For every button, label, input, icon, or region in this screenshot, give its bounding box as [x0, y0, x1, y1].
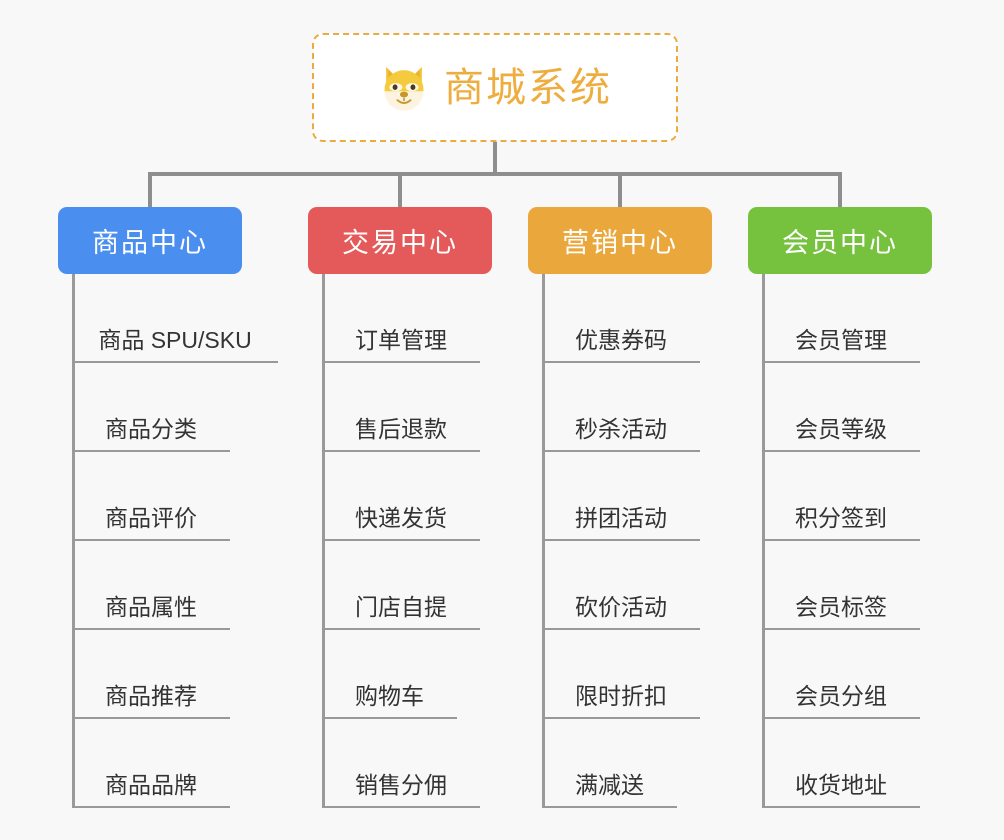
- connector-root-stem: [493, 142, 497, 176]
- leaf-item[interactable]: 购物车: [322, 630, 457, 719]
- leaf-item-label: 积分签到: [795, 505, 887, 531]
- leaf-item-label: 门店自提: [355, 594, 447, 620]
- leaf-trunk-line: [72, 274, 75, 808]
- leaf-item[interactable]: 会员标签: [762, 541, 920, 630]
- leaf-item[interactable]: 售后退款: [322, 363, 480, 452]
- leaf-item[interactable]: 拼团活动: [542, 452, 700, 541]
- category-box-1[interactable]: 商品中心: [58, 207, 242, 274]
- category-label-3: 营销中心: [562, 228, 678, 258]
- leaf-item[interactable]: 门店自提: [322, 541, 480, 630]
- leaf-item[interactable]: 会员管理: [762, 274, 920, 363]
- leaf-item-label: 会员等级: [795, 416, 887, 442]
- category-box-4[interactable]: 会员中心: [748, 207, 932, 274]
- leaf-item-label: 收货地址: [795, 772, 887, 798]
- leaf-item-label: 砍价活动: [575, 594, 667, 620]
- leaf-item[interactable]: 订单管理: [322, 274, 480, 363]
- leaf-item-label: 满减送: [575, 772, 644, 798]
- dog-face-icon: [384, 66, 424, 111]
- leaf-item-label: 商品分类: [105, 416, 197, 442]
- leaf-item-label: 拼团活动: [575, 505, 667, 531]
- leaf-item[interactable]: 商品推荐: [72, 630, 230, 719]
- connector-drop-1: [148, 172, 152, 210]
- root-node[interactable]: 商城系统: [312, 33, 678, 142]
- leaf-item[interactable]: 商品属性: [72, 541, 230, 630]
- leaf-trunk-line: [322, 274, 325, 808]
- leaf-item-label: 销售分佣: [355, 772, 447, 798]
- leaf-item-label: 订单管理: [355, 327, 447, 353]
- category-box-3[interactable]: 营销中心: [528, 207, 712, 274]
- leaf-item[interactable]: 会员等级: [762, 363, 920, 452]
- leaf-item[interactable]: 快递发货: [322, 452, 480, 541]
- category-label-1: 商品中心: [92, 228, 208, 258]
- leaf-item-label: 秒杀活动: [575, 416, 667, 442]
- leaf-item[interactable]: 积分签到: [762, 452, 920, 541]
- leaf-item[interactable]: 商品 SPU/SKU: [72, 274, 278, 363]
- leaf-item[interactable]: 商品品牌: [72, 719, 230, 808]
- leaf-item-label: 会员标签: [795, 594, 887, 620]
- leaf-item-label: 购物车: [355, 683, 424, 709]
- leaf-item[interactable]: 砍价活动: [542, 541, 700, 630]
- leaf-item-label: 会员管理: [795, 327, 887, 353]
- leaf-item-label: 商品品牌: [105, 772, 197, 798]
- leaf-trunk-line: [762, 274, 765, 808]
- leaf-item[interactable]: 销售分佣: [322, 719, 480, 808]
- leaf-item-label: 会员分组: [795, 683, 887, 709]
- leaf-item[interactable]: 优惠券码: [542, 274, 700, 363]
- leaf-item-label: 快递发货: [355, 505, 447, 531]
- leaf-item-label: 商品 SPU/SKU: [98, 327, 252, 353]
- leaf-item-label: 商品推荐: [105, 683, 197, 709]
- category-label-2: 交易中心: [342, 228, 458, 258]
- connector-drop-3: [618, 172, 622, 210]
- leaf-item-label: 商品评价: [105, 505, 197, 531]
- leaf-item-label: 优惠券码: [575, 327, 667, 353]
- connector-horizontal-bus: [148, 172, 842, 176]
- connector-drop-2: [398, 172, 402, 210]
- leaf-item-label: 限时折扣: [575, 683, 667, 709]
- leaf-item[interactable]: 会员分组: [762, 630, 920, 719]
- leaf-item[interactable]: 收货地址: [762, 719, 920, 808]
- root-title: 商城系统: [444, 65, 612, 110]
- leaf-item[interactable]: 商品评价: [72, 452, 230, 541]
- leaf-item[interactable]: 满减送: [542, 719, 677, 808]
- leaf-item-label: 商品属性: [105, 594, 197, 620]
- leaf-item[interactable]: 秒杀活动: [542, 363, 700, 452]
- category-box-2[interactable]: 交易中心: [308, 207, 492, 274]
- connector-drop-4: [838, 172, 842, 210]
- leaf-item[interactable]: 商品分类: [72, 363, 230, 452]
- leaf-item[interactable]: 限时折扣: [542, 630, 700, 719]
- leaf-trunk-line: [542, 274, 545, 808]
- leaf-item-label: 售后退款: [355, 416, 447, 442]
- category-label-4: 会员中心: [782, 228, 898, 258]
